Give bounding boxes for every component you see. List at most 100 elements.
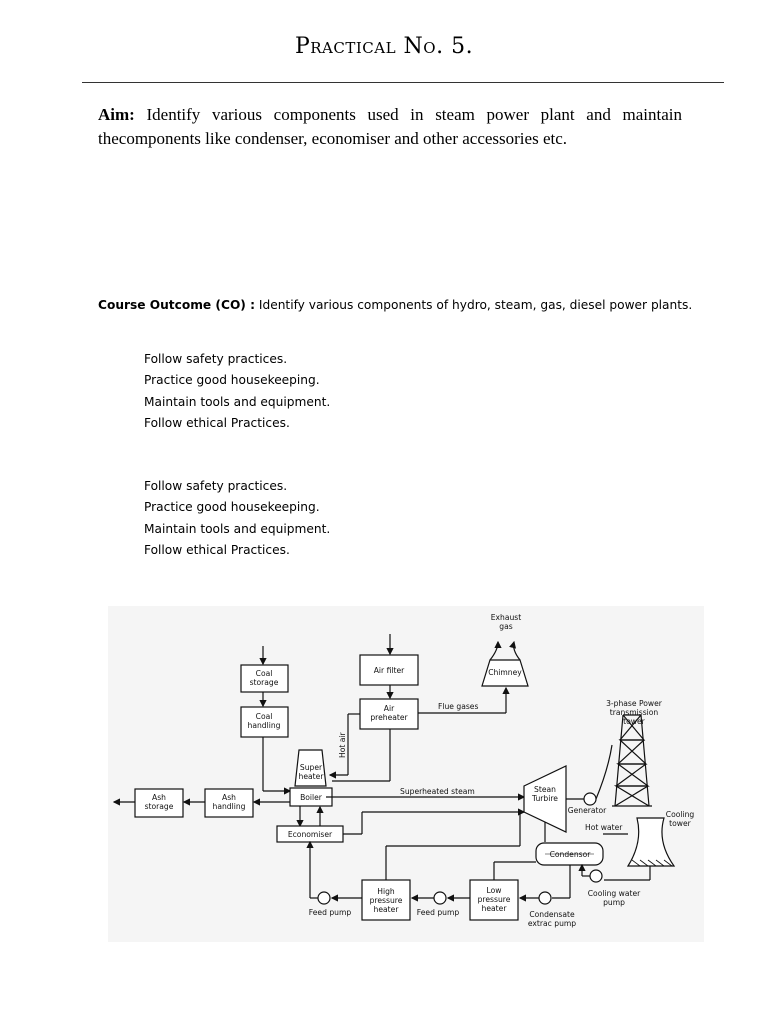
power-tower-label: 3-phase Power [606, 699, 663, 708]
svg-text:tower: tower [623, 717, 646, 726]
svg-text:Stean: Stean [534, 785, 556, 794]
svg-text:Cooling water: Cooling water [588, 889, 641, 898]
svg-text:tower: tower [669, 819, 692, 828]
hp-heater-label: pressure [370, 896, 403, 905]
chimney-label: Chimney [488, 668, 522, 677]
page-title: Practical No. 5. [294, 34, 474, 59]
super-heater-label: heater [299, 772, 325, 781]
svg-text:preheater: preheater [370, 713, 408, 722]
steam-turbine-label: Turbire [531, 794, 558, 803]
coal-handling-box [240, 706, 289, 738]
lp-heater-label: heater [482, 904, 508, 913]
cooling-water-pump-label: Cooling water [588, 889, 641, 898]
svg-text:Low: Low [487, 886, 502, 895]
air-filter-box [359, 654, 419, 686]
generator-label: Generator [568, 806, 607, 815]
svg-text:Coal: Coal [256, 669, 273, 678]
air-preheater-label: Air [384, 704, 395, 713]
svg-text:handling: handling [213, 802, 246, 811]
super-heater-shape [294, 749, 327, 787]
hot-water-label: Hot water [585, 823, 623, 832]
aim-label: Aim: [98, 105, 135, 124]
list-item: Maintain tools and equipment. [144, 521, 331, 536]
hp-heater-label: heater [374, 905, 400, 914]
co-text: Identify various components of hydro, st… [255, 298, 693, 312]
feed-pump-1-label: Feed pump [309, 908, 352, 917]
svg-text:pressure: pressure [478, 895, 511, 904]
list-item: Maintain tools and equipment. [144, 394, 331, 409]
coal-storage-label: storage [250, 678, 279, 687]
practice-list-one: Follow safety practices. Practice good h… [144, 349, 330, 434]
svg-text:heater: heater [482, 904, 508, 913]
cooling-tower-shape [626, 817, 676, 867]
air-filter-label: Air filter [374, 666, 405, 675]
svg-text:handling: handling [248, 721, 281, 730]
list-item: Follow safety practices. [144, 479, 288, 493]
course-outcome: Course Outcome (CO) : Identify various c… [98, 298, 718, 312]
superheated-steam-label: Superheated steam [400, 787, 475, 796]
air-preheater-box [359, 698, 419, 730]
svg-text:pressure: pressure [370, 896, 403, 905]
title-divider [82, 82, 724, 83]
lp-heater-box [469, 879, 519, 921]
svg-text:gas: gas [499, 622, 512, 631]
co-label: Course Outcome (CO) : [98, 298, 255, 312]
condensate-pump-label: extrac pump [528, 919, 576, 928]
svg-text:pump: pump [603, 898, 625, 907]
ash-handling-label: Ash [222, 793, 236, 802]
aim-paragraph: Aim: Identify various components used in… [98, 103, 682, 151]
hp-heater-label: High [377, 887, 395, 896]
flue-gases-label: Flue gases [438, 702, 478, 711]
ash-storage-label: Ash [152, 793, 166, 802]
coal-handling-label: handling [248, 721, 281, 730]
exhaust-gas-label: gas [499, 622, 512, 631]
svg-text:Ash: Ash [152, 793, 166, 802]
svg-text:Super: Super [300, 763, 323, 772]
ash-storage-label: storage [145, 802, 174, 811]
ash-handling-box [204, 788, 254, 818]
steam-power-plant-diagram: Coal storage Coal handling Air filter Ai… [108, 606, 704, 942]
ash-handling-label: handling [213, 802, 246, 811]
cooling-tower-label: tower [669, 819, 692, 828]
lp-heater-label: pressure [478, 895, 511, 904]
svg-text:3-phase Power: 3-phase Power [606, 699, 663, 708]
condensor-label: Condensor [550, 850, 592, 859]
list-item: Follow safety practices. [144, 352, 288, 366]
svg-text:transmission: transmission [610, 708, 659, 717]
svg-text:heater: heater [299, 772, 325, 781]
svg-text:Cooling: Cooling [666, 810, 695, 819]
svg-text:storage: storage [250, 678, 279, 687]
power-tower-label: transmission [610, 708, 659, 717]
coal-storage-label: Coal [256, 669, 273, 678]
coal-handling-label: Coal [256, 712, 273, 721]
cooling-water-pump-label: pump [603, 898, 625, 907]
chimney-shape [481, 659, 529, 687]
boiler-label: Boiler [300, 793, 323, 802]
list-item: Follow ethical Practices. [144, 542, 290, 557]
svg-text:High: High [377, 887, 395, 896]
condensate-pump-label: Condensate [529, 910, 575, 919]
list-item: Practice good housekeeping. [144, 500, 320, 515]
svg-text:Condensate: Condensate [529, 910, 575, 919]
power-tower-label: tower [623, 717, 646, 726]
svg-text:Air: Air [384, 704, 395, 713]
aim-text: Identify various components used in stea… [98, 105, 682, 148]
svg-text:Turbire: Turbire [531, 794, 558, 803]
generator-symbol [583, 792, 597, 806]
svg-text:Exhaust: Exhaust [491, 613, 522, 622]
transmission-tower [612, 714, 652, 807]
cooling-tower-label: Cooling [666, 810, 695, 819]
hot-air-label: Hot air [338, 731, 347, 758]
super-heater-label: Super [300, 763, 323, 772]
steam-turbine-label: Stean [534, 785, 556, 794]
svg-text:storage: storage [145, 802, 174, 811]
feed-pump-2-label: Feed pump [417, 908, 460, 917]
svg-text:heater: heater [374, 905, 400, 914]
exhaust-gas-label: Exhaust [491, 613, 522, 622]
svg-text:extrac pump: extrac pump [528, 919, 576, 928]
economiser-label: Economiser [288, 830, 333, 839]
svg-text:Ash: Ash [222, 793, 236, 802]
list-item: Follow ethical Practices. [144, 415, 290, 430]
lp-heater-label: Low [487, 886, 502, 895]
practice-list-two: Follow safety practices. Practice good h… [144, 476, 330, 561]
